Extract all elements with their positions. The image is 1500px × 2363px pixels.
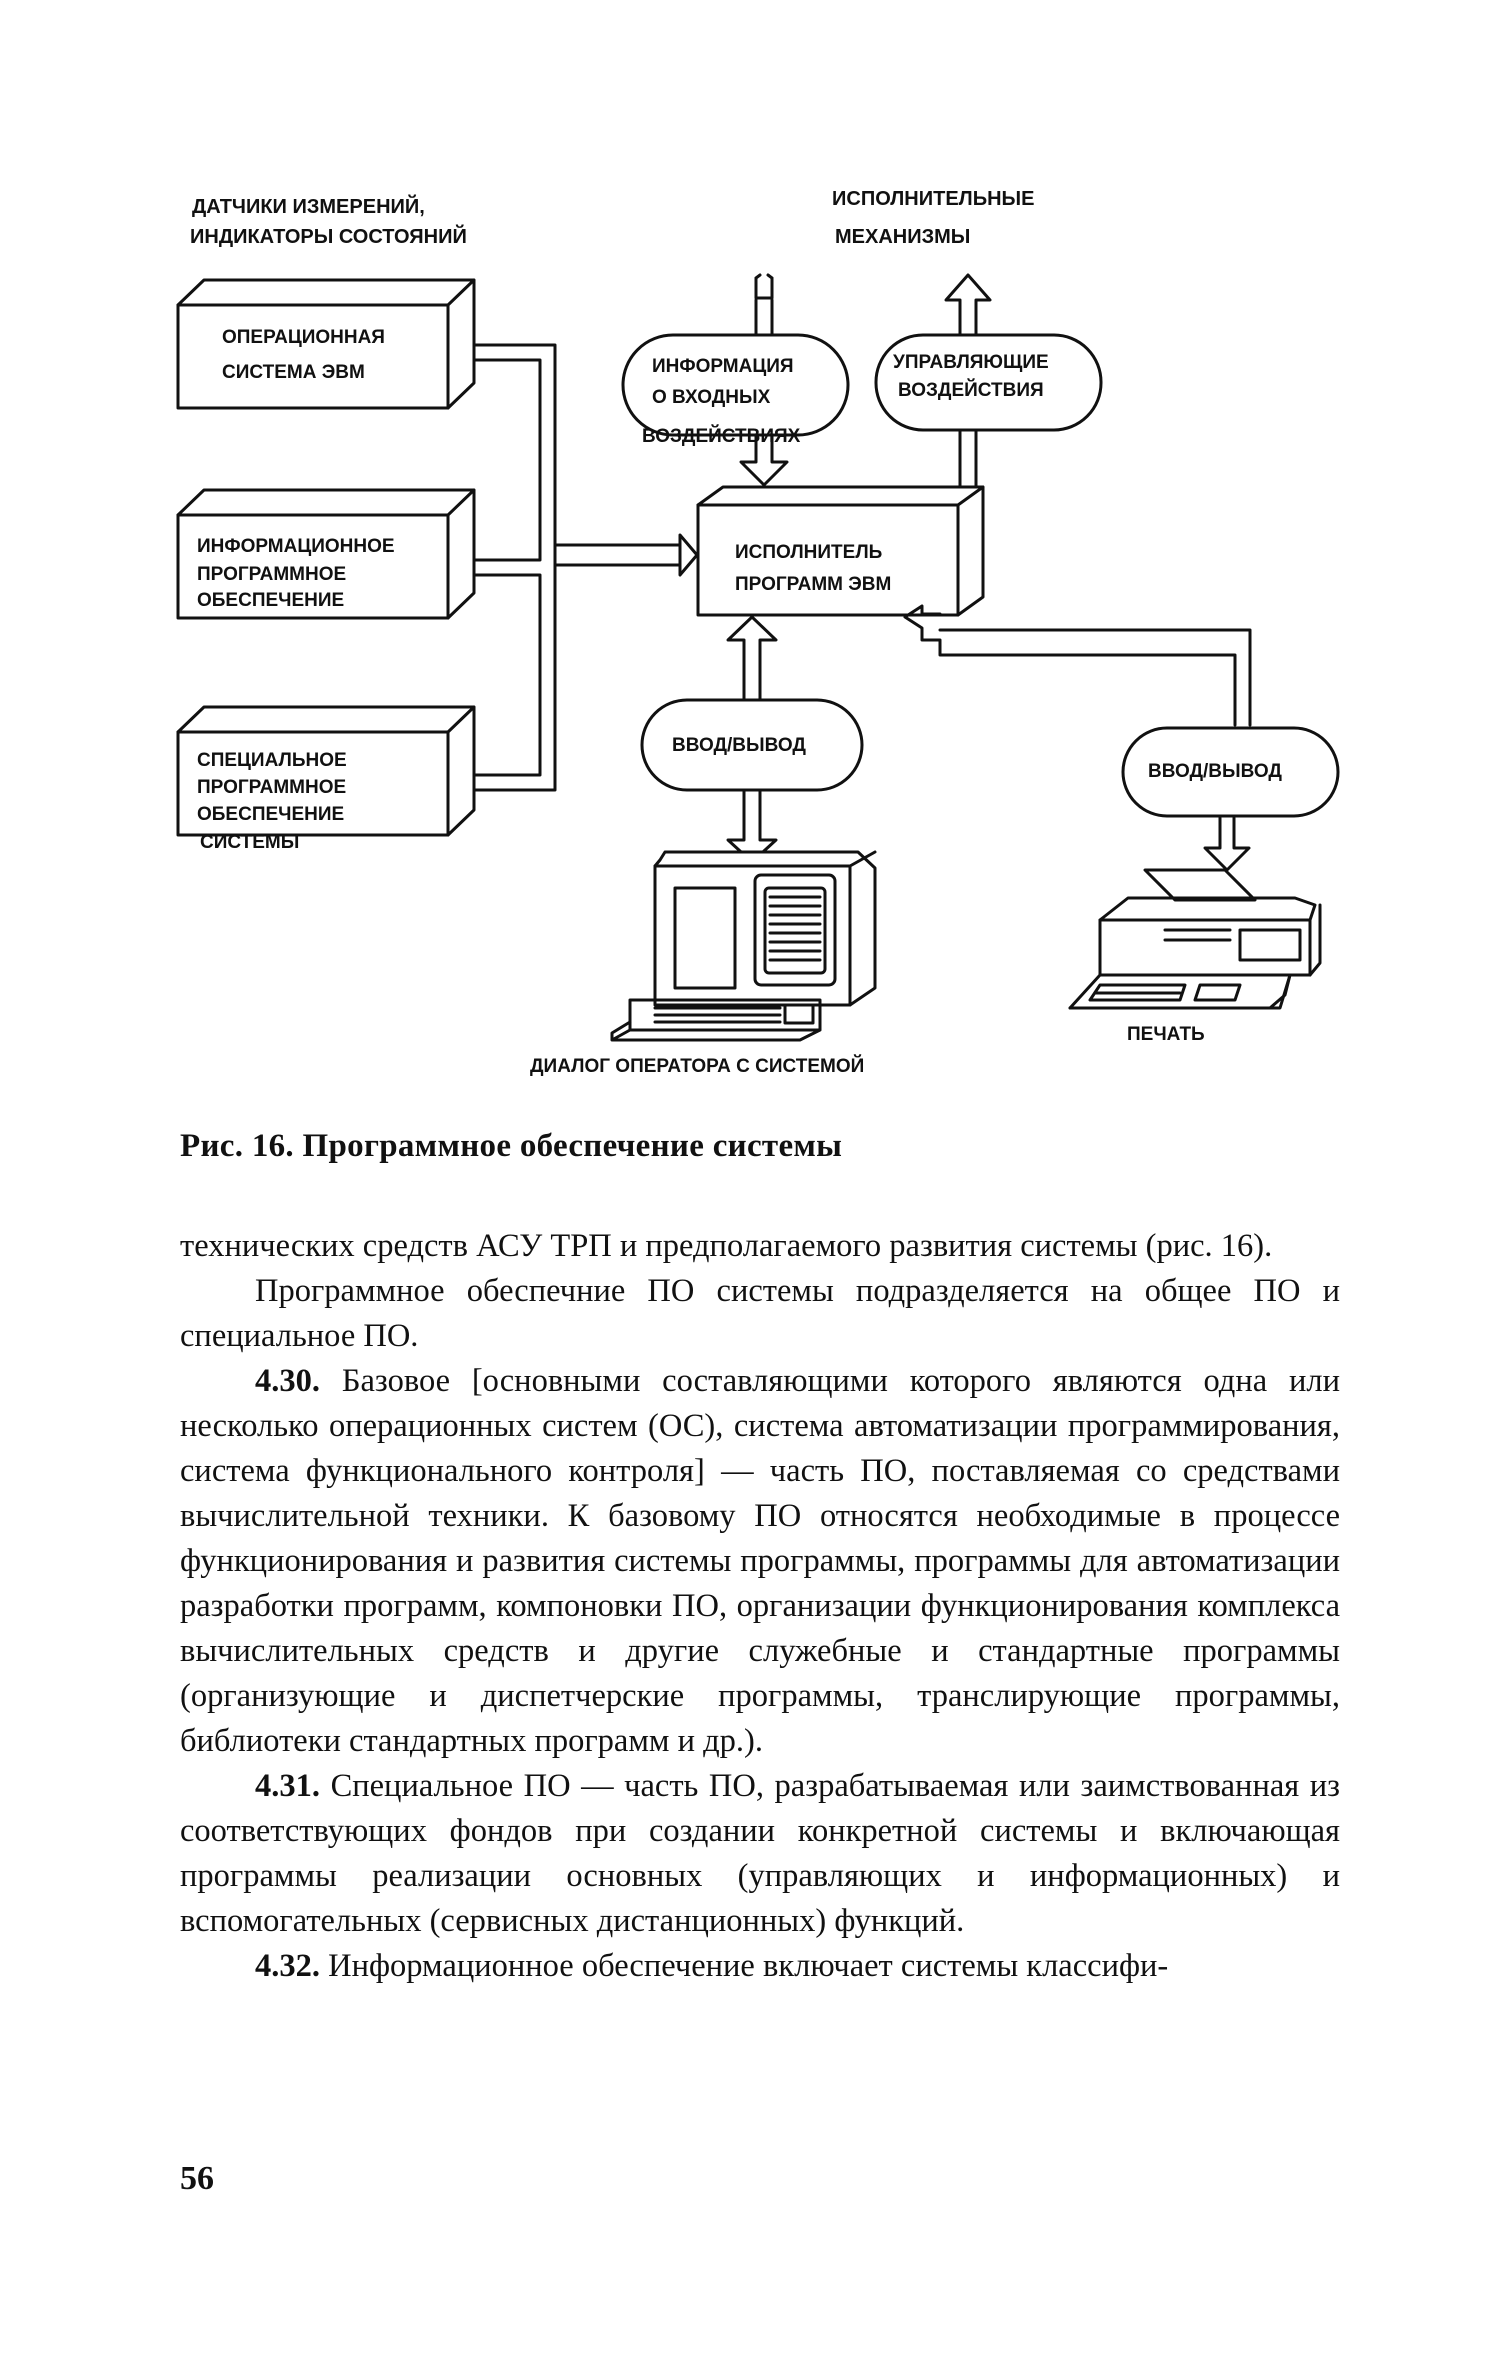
terminal-icon	[610, 850, 877, 1042]
paragraph: 4.30. Базовое [основными составляющими к…	[180, 1359, 1340, 1764]
page-number: 56	[180, 2160, 214, 2197]
paragraph: технических средств АСУ ТРП и предполага…	[180, 1228, 1273, 1264]
os-box	[176, 278, 476, 410]
io-right-label: ВВОД/ВЫВОД	[1148, 761, 1282, 782]
actuators-label-1: ИСПОЛНИТЕЛЬНЫЕ	[832, 188, 1034, 210]
input-info-label-1: ИНФОРМАЦИЯ	[652, 356, 794, 377]
print-label: ПЕЧАТЬ	[1127, 1024, 1205, 1045]
control-label-2: ВОЗДЕЙСТВИЯ	[898, 379, 1044, 401]
spec-sw-label-3: ОБЕСПЕЧЕНИЕ	[197, 804, 344, 825]
os-label-2: СИСТЕМА ЭВМ	[222, 362, 365, 383]
body-text: технических средств АСУ ТРП и предполага…	[180, 1224, 1340, 1989]
paragraph: Программное обеспечние ПО системы подраз…	[180, 1273, 1340, 1354]
io-left-label: ВВОД/ВЫВОД	[672, 735, 806, 756]
io-right-pill	[1121, 726, 1340, 818]
info-sw-label-1: ИНФОРМАЦИОННОЕ	[197, 536, 395, 557]
section-number: 4.30.	[255, 1363, 320, 1399]
sensors-label-2: ИНДИКАТОРЫ СОСТОЯНИЙ	[190, 224, 467, 248]
executor-label-2: ПРОГРАММ ЭВМ	[735, 574, 891, 595]
spec-sw-label-4: СИСТЕМЫ	[200, 832, 299, 853]
sensors-input-line	[739, 273, 789, 487]
actuators-label-2: МЕХАНИЗМЫ	[835, 226, 970, 248]
input-info-pill	[621, 333, 850, 437]
input-info-label-2: О ВХОДНЫХ	[652, 387, 771, 408]
control-output-line	[944, 273, 992, 489]
paragraph: 4.31. Специальное ПО — часть ПО, разраба…	[180, 1764, 1340, 1944]
dialog-label: ДИАЛОГ ОПЕРАТОРА С СИСТЕМОЙ	[530, 1055, 864, 1077]
control-label-1: УПРАВЛЯЮЩИЕ	[893, 352, 1049, 373]
special-software-box	[176, 705, 476, 837]
input-info-label-3: ВОЗДЕЙСТВИЯХ	[642, 425, 801, 447]
info-software-box	[176, 488, 476, 620]
info-sw-label-3: ОБЕСПЕЧЕНИЕ	[197, 590, 344, 611]
printer-icon	[1068, 868, 1322, 1010]
section-number: 4.32.	[255, 1948, 320, 1984]
paragraph: 4.32. Информационное обеспечение включае…	[180, 1944, 1340, 1989]
paragraph-text: Специальное ПО — часть ПО, разрабатываем…	[180, 1768, 1341, 1939]
executor-box	[696, 485, 985, 617]
figure-caption: Рис. 16. Программное обеспечение системы	[180, 1128, 843, 1164]
spec-sw-label-1: СПЕЦИАЛЬНОЕ	[197, 750, 347, 771]
control-pill	[874, 333, 1103, 432]
os-label-1: ОПЕРАЦИОННАЯ	[222, 327, 385, 348]
paragraph-text: Информационное обеспечение включает сист…	[328, 1948, 1169, 1984]
spec-sw-label-2: ПРОГРАММНОЕ	[197, 777, 346, 798]
connector-lines	[472, 343, 699, 792]
paragraph-text: Базовое [основными составляющими которог…	[180, 1363, 1341, 1759]
section-number: 4.31.	[255, 1768, 320, 1804]
software-diagram: ДАТЧИКИ ИЗМЕРЕНИЙ, ИНДИКАТОРЫ СОСТОЯНИЙ …	[176, 188, 1340, 1077]
io-left-pill	[640, 698, 864, 792]
sensors-label-1: ДАТЧИКИ ИЗМЕРЕНИЙ,	[192, 194, 425, 218]
info-sw-label-2: ПРОГРАММНОЕ	[197, 564, 346, 585]
executor-label-1: ИСПОЛНИТЕЛЬ	[735, 542, 882, 563]
